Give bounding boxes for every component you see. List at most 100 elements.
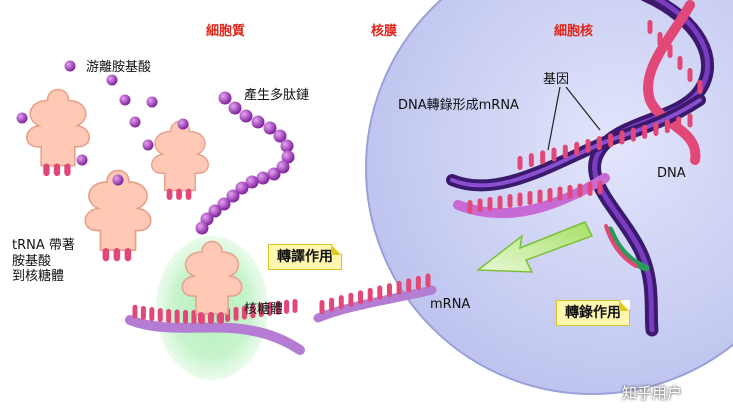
codon-tooth: [140, 305, 146, 320]
codon-tooth: [540, 150, 546, 165]
amino-acid-bead: [16, 112, 28, 124]
trna-label: tRNA 帶著 胺基酸 到核糖體: [12, 238, 75, 285]
amino-acid-bead: [64, 60, 76, 72]
codon-tooth: [348, 292, 354, 307]
anticodon-tooth: [124, 248, 132, 262]
cytoplasm-header: 細胞質: [206, 24, 246, 39]
codon-tooth: [517, 192, 523, 207]
codon-tooth: [687, 113, 693, 128]
codon-tooth: [358, 290, 364, 305]
codon-tooth: [619, 130, 625, 145]
codon-tooth: [664, 119, 670, 134]
anticodon-tooth: [218, 312, 224, 324]
codon-tooth: [477, 198, 483, 213]
codon-tooth: [329, 297, 335, 312]
codon-tooth: [250, 304, 256, 319]
free-amino-acids-label: 游離胺基酸: [86, 60, 152, 75]
polypeptide-bead: [235, 181, 249, 195]
polypeptide-bead: [276, 160, 290, 174]
trna-body: [181, 240, 243, 315]
translation-tag: 轉譯作用: [268, 244, 342, 270]
gene-pointer-left: [547, 86, 561, 151]
codon-tooth: [338, 295, 344, 310]
polypeptide-bead: [228, 101, 242, 115]
amino-acid-bead: [112, 174, 124, 186]
amino-acid-bead: [129, 116, 141, 128]
polypeptide-bead: [245, 175, 259, 189]
codon-tooth: [647, 20, 653, 34]
anticodon-tooth: [43, 163, 50, 177]
anticodon-tooth: [64, 163, 71, 177]
codon-tooth: [275, 300, 281, 315]
codon-tooth: [241, 305, 247, 320]
translation-tag-text: 轉譯作用: [277, 249, 333, 265]
dna-to-mrna-label: DNA轉錄形成mRNA: [398, 98, 519, 113]
codon-tooth: [132, 304, 138, 319]
codon-tooth: [597, 180, 603, 195]
polypeptide-bead: [256, 171, 270, 185]
nuclear-membrane-header: 核膜: [371, 24, 398, 39]
codon-tooth: [377, 285, 383, 300]
codon-tooth: [577, 183, 583, 198]
watermark: 知乎用户: [622, 384, 683, 402]
codon-tooth: [657, 32, 663, 46]
codon-tooth: [284, 299, 290, 314]
codon-tooth: [527, 191, 533, 205]
gene-pointer-right: [565, 86, 601, 131]
trna-body: [84, 169, 152, 252]
codon-tooth: [562, 144, 568, 159]
codon-tooth: [587, 182, 593, 196]
codon-tooth: [653, 122, 659, 136]
ribosome-label: 核糖體: [244, 302, 284, 317]
mrna-label: mRNA: [430, 297, 471, 312]
codon-tooth: [497, 195, 503, 210]
codon-tooth: [174, 309, 180, 324]
codon-tooth: [166, 308, 172, 323]
trna-body: [25, 88, 91, 167]
polypeptide-bead: [280, 139, 294, 153]
codon-tooth: [574, 141, 580, 156]
codon-tooth: [687, 68, 693, 82]
codon-tooth: [630, 127, 636, 142]
codon-tooth: [567, 185, 573, 199]
polypeptide-label: 產生多肽鏈: [244, 88, 310, 103]
anticodon-tooth: [185, 188, 192, 200]
transcription-tag: 轉錄作用: [556, 300, 630, 326]
polypeptide-bead: [217, 197, 231, 211]
amino-acid-bead: [142, 139, 154, 151]
codon-tooth: [191, 309, 197, 324]
polypeptide-bead: [251, 115, 265, 129]
free-amino-acids: [16, 60, 189, 186]
trna-molecule: [181, 240, 243, 324]
anticodon-tooth: [166, 188, 173, 200]
anticodon-tooth: [198, 312, 204, 324]
polypeptide-bead: [273, 129, 287, 143]
codon-tooth: [183, 309, 189, 324]
codon-tooth: [386, 283, 392, 298]
codon-tooth: [676, 116, 682, 131]
anticodon-tooth: [176, 188, 182, 200]
anticodon-tooth: [102, 248, 110, 262]
codon-tooth: [319, 300, 325, 314]
mrna-codon-teeth: [132, 20, 703, 324]
mrna-strand-ribosome: [125, 315, 305, 355]
codon-tooth: [585, 139, 591, 153]
codon-tooth: [367, 287, 373, 302]
trna-body: [151, 120, 209, 192]
polypeptide-bead: [195, 221, 209, 235]
polypeptide-bead: [239, 109, 253, 123]
codon-tooth: [596, 136, 602, 151]
polypeptide-bead: [263, 121, 277, 135]
codon-tooth: [537, 189, 543, 204]
polypeptide-bead: [267, 167, 281, 181]
codon-tooth: [677, 56, 683, 70]
trna-molecule: [84, 169, 152, 262]
codon-tooth: [149, 307, 155, 322]
codon-tooth: [697, 80, 703, 94]
polypeptide-bead: [226, 189, 240, 203]
codon-tooth: [551, 147, 557, 162]
codon-tooth: [487, 197, 493, 211]
codon-tooth: [608, 133, 614, 148]
anticodon-tooth: [208, 312, 214, 324]
